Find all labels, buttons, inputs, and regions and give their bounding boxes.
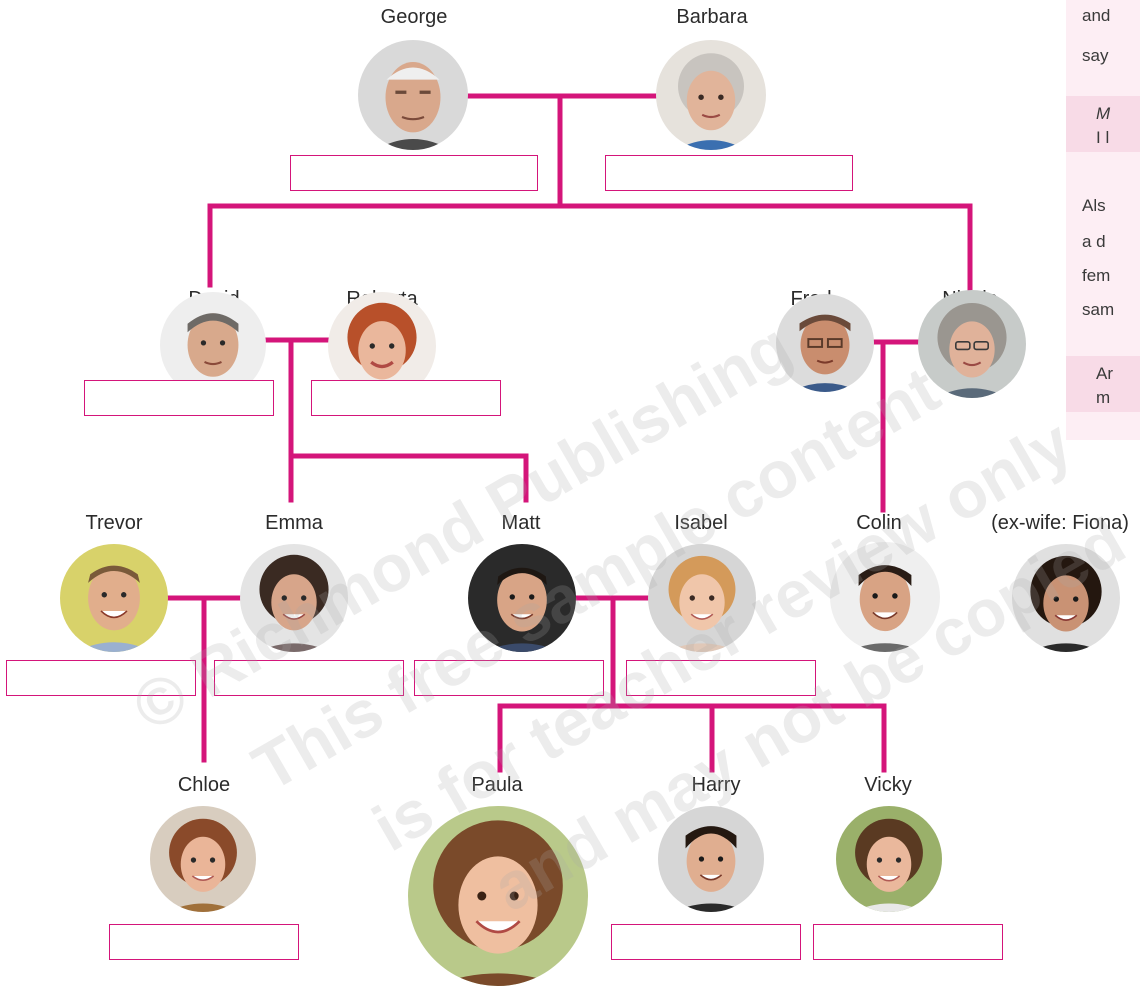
answer-box-isabel[interactable] <box>626 660 816 696</box>
photo-matt <box>468 544 576 652</box>
side-text-line-3: Als <box>1082 196 1106 215</box>
photo-fiona <box>1012 544 1120 652</box>
name-george: George <box>380 6 448 28</box>
photo-trevor <box>60 544 168 652</box>
name-colin: Colin <box>856 512 902 534</box>
answer-box-harry[interactable] <box>611 924 801 960</box>
photo-george <box>358 40 468 150</box>
side-text-line-5: fem <box>1082 266 1111 285</box>
photo-barbara <box>656 40 766 150</box>
photo-emma <box>240 544 348 652</box>
photo-isabel <box>648 544 756 652</box>
answer-box-trevor[interactable] <box>6 660 196 696</box>
name-fiona: (ex-wife: Fiona) <box>991 512 1129 534</box>
photo-colin <box>830 542 940 652</box>
photo-vicky <box>836 806 942 912</box>
side-quote-text-4: m <box>1096 388 1111 407</box>
name-emma: Emma <box>265 512 323 534</box>
photo-chloe <box>150 806 256 912</box>
name-paula: Paula <box>471 774 523 796</box>
name-chloe: Chloe <box>177 774 231 796</box>
side-quote-text-1: M <box>1096 104 1111 123</box>
answer-box-vicky[interactable] <box>813 924 1003 960</box>
side-quote-block-1 <box>1066 96 1140 152</box>
name-isabel: Isabel <box>674 512 728 534</box>
name-matt: Matt <box>501 512 541 534</box>
side-quote-block-2 <box>1066 356 1140 412</box>
answer-box-matt[interactable] <box>414 660 604 696</box>
answer-box-chloe[interactable] <box>109 924 299 960</box>
side-text-line-6: sam <box>1082 300 1115 319</box>
photo-paula <box>408 806 588 986</box>
name-vicky: Vicky <box>864 774 912 796</box>
answer-box-emma[interactable] <box>214 660 404 696</box>
answer-box-george[interactable] <box>290 155 538 191</box>
name-barbara: Barbara <box>676 6 748 28</box>
side-quote-text-3: Ar <box>1096 364 1113 383</box>
photo-fred <box>776 294 874 392</box>
photo-nicole <box>918 290 1026 398</box>
side-text-line-2: say <box>1082 46 1109 65</box>
name-harry: Harry <box>691 774 741 796</box>
photo-harry <box>658 806 764 912</box>
name-trevor: Trevor <box>85 512 143 534</box>
answer-box-barbara[interactable] <box>605 155 853 191</box>
answer-box-roberta[interactable] <box>311 380 501 416</box>
side-text-line-4: a d <box>1082 232 1106 251</box>
answer-box-david[interactable] <box>84 380 274 416</box>
side-text-line-1: and <box>1082 6 1111 25</box>
side-quote-text-2: I l <box>1096 128 1110 147</box>
